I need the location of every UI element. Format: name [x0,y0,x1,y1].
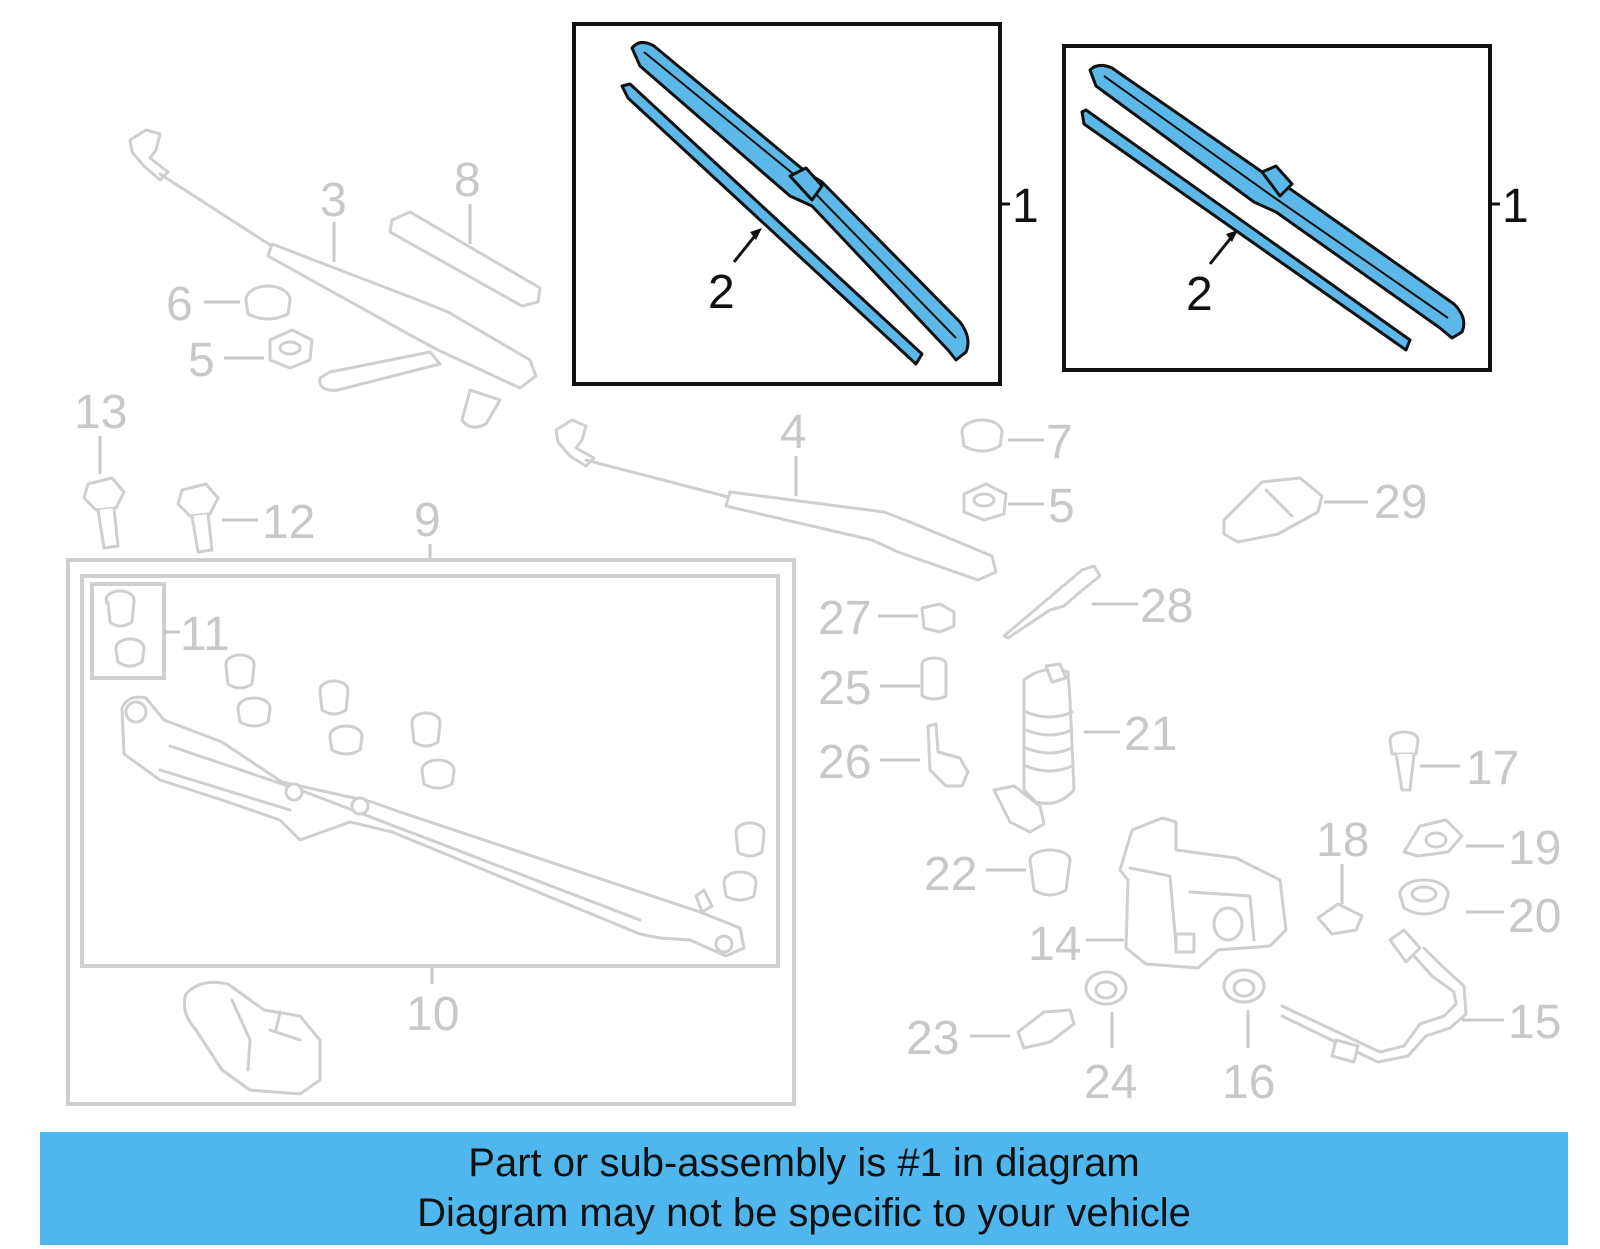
callout-5: 5 [1048,480,1075,533]
nut [962,482,1008,522]
nut-cap [244,284,292,321]
washer-reservoir [1118,816,1288,970]
callout-24: 24 [1084,1056,1137,1109]
callout-5: 5 [188,334,215,387]
bushings [224,653,766,902]
clip [920,602,956,634]
callout-4: 4 [780,406,807,459]
banner-line-1: Part or sub-assembly is #1 in diagram [468,1141,1140,1185]
linkage-box-inner [80,574,780,968]
callout-6: 6 [166,278,193,331]
bolt [176,482,220,554]
cowl-cap [388,210,542,308]
washer-hose [1280,928,1468,1064]
wiper-motor [182,980,322,1096]
callout-21: 21 [1124,708,1177,761]
callout-1: 1 [1502,180,1529,233]
nut [268,328,314,370]
callout-23: 23 [906,1012,959,1065]
level-sensor [1016,1008,1076,1050]
nut-cap [960,418,1004,453]
wiper-refill-right[interactable] [1080,108,1412,352]
wiper-blade-box-left[interactable]: 1 2 [572,22,1039,386]
linkage-box-outer [66,558,796,1106]
callout-14: 14 [1028,918,1081,971]
callout-27: 27 [818,592,871,645]
wiper-blade-left[interactable] [630,41,970,362]
bolt [82,476,126,550]
callout-9: 9 [414,494,441,547]
callout-28: 28 [1140,580,1193,633]
callout-1: 1 [1012,180,1039,233]
grommet [1222,968,1266,1004]
nozzle-cover [1222,476,1324,544]
bracket [1402,818,1464,858]
banner-line-2: Diagram may not be specific to your vehi… [417,1191,1191,1235]
grommet [1084,970,1128,1006]
callout-10: 10 [406,988,459,1041]
callout-26: 26 [818,736,871,789]
connector [920,656,948,701]
callout-13: 13 [74,386,127,439]
callout-22: 22 [924,848,977,901]
callout-29: 29 [1374,476,1427,529]
fitting [926,722,970,788]
callout-2: 2 [1186,268,1213,321]
wiper-linkage [120,695,746,958]
grommet [1028,848,1072,897]
hose-clip [1002,564,1102,640]
callout-16: 16 [1222,1056,1275,1109]
wiper-arm-right [554,418,998,582]
callout-15: 15 [1508,996,1561,1049]
grommet [1398,878,1450,916]
callout-20: 20 [1508,890,1561,943]
callout-3: 3 [320,174,347,227]
bushing-kit [90,582,166,680]
callout-7: 7 [1046,416,1073,469]
callout-8: 8 [454,154,481,207]
screw [1388,730,1420,792]
wiper-blade-box-right[interactable]: 1 2 [1062,44,1529,372]
info-banner: Part or sub-assembly is #1 in diagram Di… [40,1132,1568,1245]
callout-25: 25 [818,662,871,715]
callout-11: 11 [180,608,230,661]
clip [1316,902,1364,936]
callout-2: 2 [708,266,735,319]
wiper-refill-left[interactable] [620,82,924,366]
callout-19: 19 [1508,822,1561,875]
callout-17: 17 [1466,742,1519,795]
wiper-arm-left [128,128,538,429]
washer-pump [992,662,1076,834]
callout-12: 12 [262,496,315,549]
callout-18: 18 [1316,814,1369,867]
